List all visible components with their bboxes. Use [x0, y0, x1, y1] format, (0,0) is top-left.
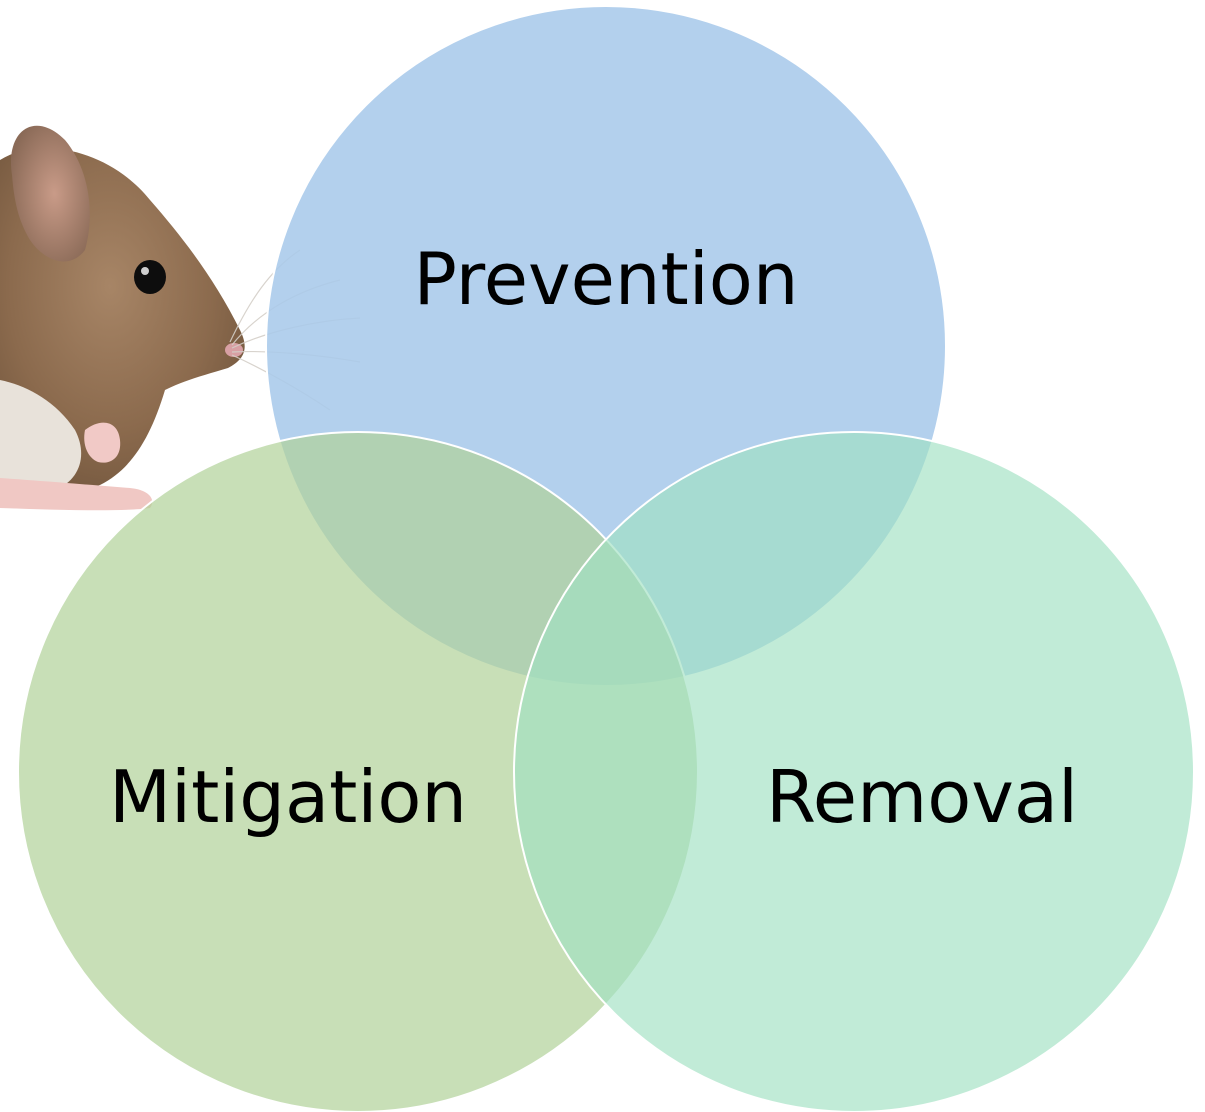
mouse-nose — [225, 343, 243, 357]
mouse-eye-highlight — [141, 267, 149, 275]
mouse-eye — [134, 260, 166, 294]
removal-label: Removal — [766, 755, 1078, 839]
mitigation-label: Mitigation — [109, 755, 467, 839]
prevention-label: Prevention — [414, 237, 799, 321]
venn-circles — [18, 6, 1194, 1112]
